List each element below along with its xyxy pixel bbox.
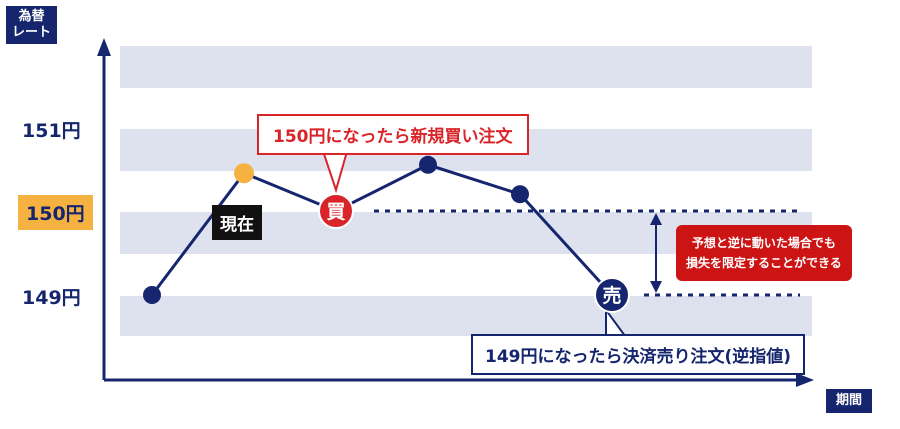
rate-point-4	[511, 185, 529, 204]
buy-order-callout: 150円になったら新規買い注文	[257, 114, 529, 155]
rate-point-0	[143, 286, 161, 304]
rate-point-3	[419, 155, 437, 174]
rate-point-1	[234, 163, 254, 184]
sell-marker-circle	[594, 277, 630, 313]
range-arrow-bottom	[650, 281, 662, 293]
rate-line	[150, 163, 614, 297]
y-tick-149: 149円	[22, 287, 81, 309]
current-label: 現在	[212, 205, 262, 240]
buy-marker-circle	[318, 193, 354, 229]
chart-axes	[97, 38, 814, 387]
band-0	[120, 46, 812, 88]
y-axis-title: 為替 レート	[6, 6, 58, 44]
y-tick-150: 150円	[18, 195, 93, 230]
chart-bands	[120, 46, 812, 336]
band-3	[120, 296, 812, 336]
y-tick-151: 151円	[22, 120, 81, 142]
risk-note: 予想と逆に動いた場合でも 損失を限定することができる	[676, 225, 852, 281]
order-guides	[374, 209, 800, 297]
x-axis-arrow	[796, 373, 814, 387]
sell-marker-symbol: 売	[602, 284, 621, 307]
order-markers: 買売	[318, 193, 630, 313]
x-axis-title: 期間	[826, 389, 873, 413]
buy-marker-symbol: 買	[326, 201, 345, 223]
rate-points	[143, 155, 529, 304]
y-axis-arrow	[97, 38, 111, 56]
sell-order-callout: 149円になったら決済売り注文(逆指値)	[471, 334, 806, 375]
range-arrow-top	[650, 213, 662, 225]
